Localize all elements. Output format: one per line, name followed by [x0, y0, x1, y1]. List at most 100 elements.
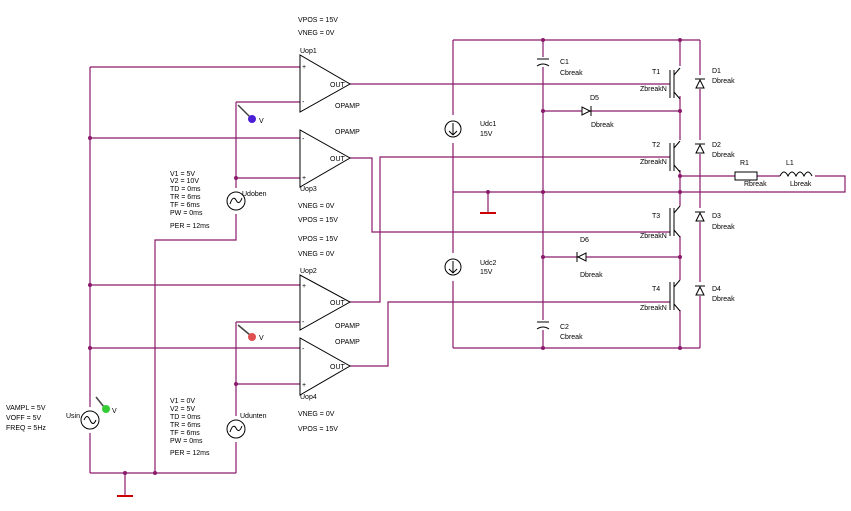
udunten-param-td: TD = 0ms: [170, 414, 201, 421]
diode-d6[interactable]: D6 Dbreak: [576, 237, 603, 279]
udunten-param-v1: V1 = 0V: [170, 398, 195, 405]
d3-ref-label: D3: [712, 213, 721, 220]
udoben-param-pw: PW = 0ms: [170, 210, 203, 217]
source-usin[interactable]: Usin VAMPL = 5V VOFF = 5V FREQ = 5Hz: [6, 405, 100, 433]
inductor-l1[interactable]: L1 Lbreak: [779, 160, 813, 188]
udoben-param-v1: V1 = 5V: [170, 171, 195, 178]
uop1-vneg-label: VNEG = 0V: [298, 30, 335, 37]
usin-param-voff: VOFF = 5V: [6, 415, 42, 422]
resistor-r1[interactable]: R1 Rbreak: [734, 160, 767, 188]
opamp-uop3[interactable]: OPAMP - + OUT Uop3 VNEG = 0V VPOS = 15V: [298, 129, 360, 224]
udunten-param-per: PER = 12ms: [170, 450, 210, 457]
t3-model-label: ZbreakN: [640, 233, 667, 240]
diode-d5[interactable]: D5 Dbreak: [581, 95, 614, 129]
uop2-out-pin: OUT: [330, 300, 346, 307]
c2-ref-label: C2: [560, 324, 569, 331]
source-udoben[interactable]: Udoben V1 = 5V V2 = 10V TD = 0ms TR = 6m…: [170, 171, 267, 230]
uop3-minus-pin: -: [302, 136, 305, 143]
usin-param-freq: FREQ = 5Hz: [6, 425, 46, 432]
uop3-ref-label: Uop3: [300, 186, 317, 193]
t1-model-label: ZbreakN: [640, 86, 667, 93]
probe-red-marker: [248, 333, 256, 341]
probe-green-label: V: [112, 408, 117, 415]
voltage-probe-violet[interactable]: V: [237, 104, 264, 125]
uop1-model-label: OPAMP: [335, 103, 360, 110]
voltage-probe-green[interactable]: V: [95, 396, 117, 415]
d4-model-label: Dbreak: [712, 296, 735, 303]
opamp-uop1[interactable]: VPOS = 15V VNEG = 0V Uop1 + - OUT OPAMP: [298, 17, 360, 113]
source-udc1[interactable]: Udc1 15V: [444, 115, 496, 143]
d4-ref-label: D4: [712, 286, 721, 293]
uop4-vneg-label: VNEG = 0V: [298, 411, 335, 418]
uop1-ref-label: Uop1: [300, 48, 317, 55]
t4-ref-label: T4: [652, 286, 660, 293]
capacitor-c2[interactable]: C2 Cbreak: [536, 320, 583, 341]
udc1-ref-label: Udc1: [480, 121, 496, 128]
uop1-vpos-label: VPOS = 15V: [298, 17, 338, 24]
d2-ref-label: D2: [712, 142, 721, 149]
source-udc2[interactable]: Udc2 15V: [444, 253, 496, 281]
diode-d4[interactable]: D4 Dbreak: [695, 282, 735, 303]
uop4-out-pin: OUT: [330, 364, 346, 371]
udc2-value-label: 15V: [480, 269, 493, 276]
udoben-param-v2: V2 = 10V: [170, 178, 199, 185]
c2-model-label: Cbreak: [560, 334, 583, 341]
t2-model-label: ZbreakN: [640, 159, 667, 166]
ground-symbol: [117, 212, 496, 497]
udunten-param-v2: V2 = 5V: [170, 406, 195, 413]
voltage-probe-red[interactable]: V: [237, 324, 264, 342]
udoben-ref-label: Udoben: [242, 191, 267, 198]
udunten-param-pw: PW = 0ms: [170, 438, 203, 445]
t1-ref-label: T1: [652, 69, 660, 76]
uop1-minus-pin: -: [302, 99, 305, 106]
uop2-plus-pin: +: [302, 283, 306, 290]
switch-t1[interactable]: T1 ZbreakN: [640, 66, 688, 100]
switch-t3[interactable]: T3 ZbreakN: [640, 205, 688, 240]
c1-ref-label: C1: [560, 59, 569, 66]
uop4-vpos-label: VPOS = 15V: [298, 426, 338, 433]
c1-model-label: Cbreak: [560, 70, 583, 77]
usin-param-vampl: VAMPL = 5V: [6, 405, 46, 412]
udoben-param-tf: TF = 6ms: [170, 202, 200, 209]
probe-green-marker: [102, 405, 110, 413]
d6-ref-label: D6: [580, 237, 589, 244]
udoben-param-tr: TR = 6ms: [170, 194, 201, 201]
l1-model-label: Lbreak: [790, 181, 812, 188]
udunten-param-tr: TR = 6ms: [170, 422, 201, 429]
uop4-model-label: OPAMP: [335, 339, 360, 346]
uop3-vneg-label: VNEG = 0V: [298, 203, 335, 210]
r1-ref-label: R1: [740, 160, 749, 167]
junction-dots: [88, 38, 682, 475]
diode-d3[interactable]: D3 Dbreak: [695, 208, 735, 231]
opamp-uop2[interactable]: VPOS = 15V VNEG = 0V Uop2 + - OUT OPAMP: [298, 236, 360, 331]
uop4-ref-label: Uop4: [300, 394, 317, 401]
uop3-out-pin: OUT: [330, 156, 346, 163]
t2-ref-label: T2: [652, 142, 660, 149]
probe-red-label: V: [259, 335, 264, 342]
capacitor-c1[interactable]: C1 Cbreak: [536, 57, 583, 77]
t4-model-label: ZbreakN: [640, 305, 667, 312]
uop3-model-label: OPAMP: [335, 129, 360, 136]
probe-violet-label: V: [259, 118, 264, 125]
switch-t2[interactable]: T2 ZbreakN: [640, 140, 688, 173]
uop3-plus-pin: +: [302, 175, 306, 182]
uop2-minus-pin: -: [302, 319, 305, 326]
uop2-model-label: OPAMP: [335, 323, 360, 330]
diode-d2[interactable]: D2 Dbreak: [695, 140, 735, 159]
d1-model-label: Dbreak: [712, 78, 735, 85]
d5-model-label: Dbreak: [591, 122, 614, 129]
d3-model-label: Dbreak: [712, 224, 735, 231]
uop1-plus-pin: +: [302, 64, 306, 71]
uop2-ref-label: Uop2: [300, 268, 317, 275]
udunten-ref-label: Udunten: [240, 413, 267, 420]
uop4-plus-pin: +: [302, 382, 306, 389]
opamp-uop4[interactable]: OPAMP - + OUT Uop4 VNEG = 0V VPOS = 15V: [298, 337, 360, 433]
usin-ref-label: Usin: [66, 413, 80, 420]
d2-model-label: Dbreak: [712, 152, 735, 159]
diode-d1[interactable]: D1 Dbreak: [695, 68, 735, 89]
d5-ref-label: D5: [590, 95, 599, 102]
udc1-value-label: 15V: [480, 131, 493, 138]
switch-t4[interactable]: T4 ZbreakN: [640, 279, 688, 312]
source-udunten[interactable]: Udunten V1 = 0V V2 = 5V TD = 0ms TR = 6m…: [170, 398, 267, 457]
